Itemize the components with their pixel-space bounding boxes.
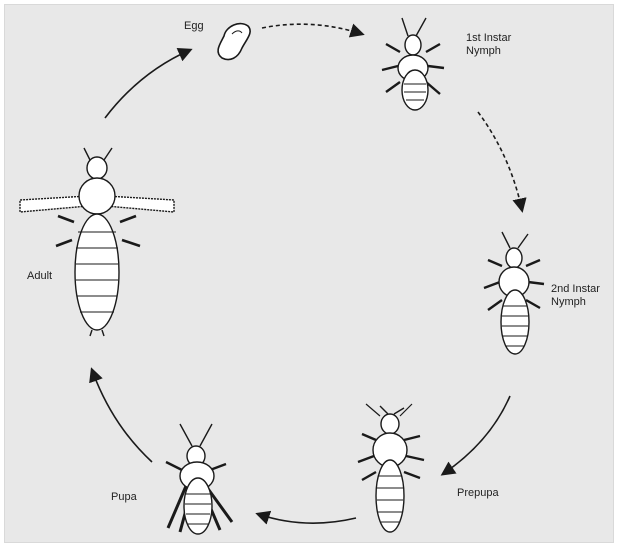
egg-icon — [218, 24, 250, 60]
arrow-adult-to-egg — [105, 50, 190, 118]
stage-label-second-instar-nymph: 2nd Instar Nymph — [551, 283, 600, 309]
arrow-nymph2-to-prepupa — [443, 396, 510, 474]
arrow-egg-to-nymph1 — [262, 24, 362, 34]
stage-label-adult: Adult — [27, 270, 52, 283]
arrow-pupa-to-adult — [92, 370, 152, 462]
stage-label-first-instar-nymph: 1st Instar Nymph — [466, 32, 511, 58]
second-instar-nymph-icon — [484, 232, 544, 354]
adult-icon — [20, 148, 174, 336]
stage-label-egg: Egg — [184, 20, 204, 33]
arrow-prepupa-to-pupa — [258, 514, 356, 523]
stage-label-prepupa: Prepupa — [457, 487, 499, 500]
first-instar-nymph-icon — [382, 18, 444, 110]
pupa-icon — [166, 424, 232, 534]
stage-label-pupa: Pupa — [111, 491, 137, 504]
prepupa-icon — [358, 404, 424, 532]
arrow-nymph1-to-nymph2 — [478, 112, 522, 210]
